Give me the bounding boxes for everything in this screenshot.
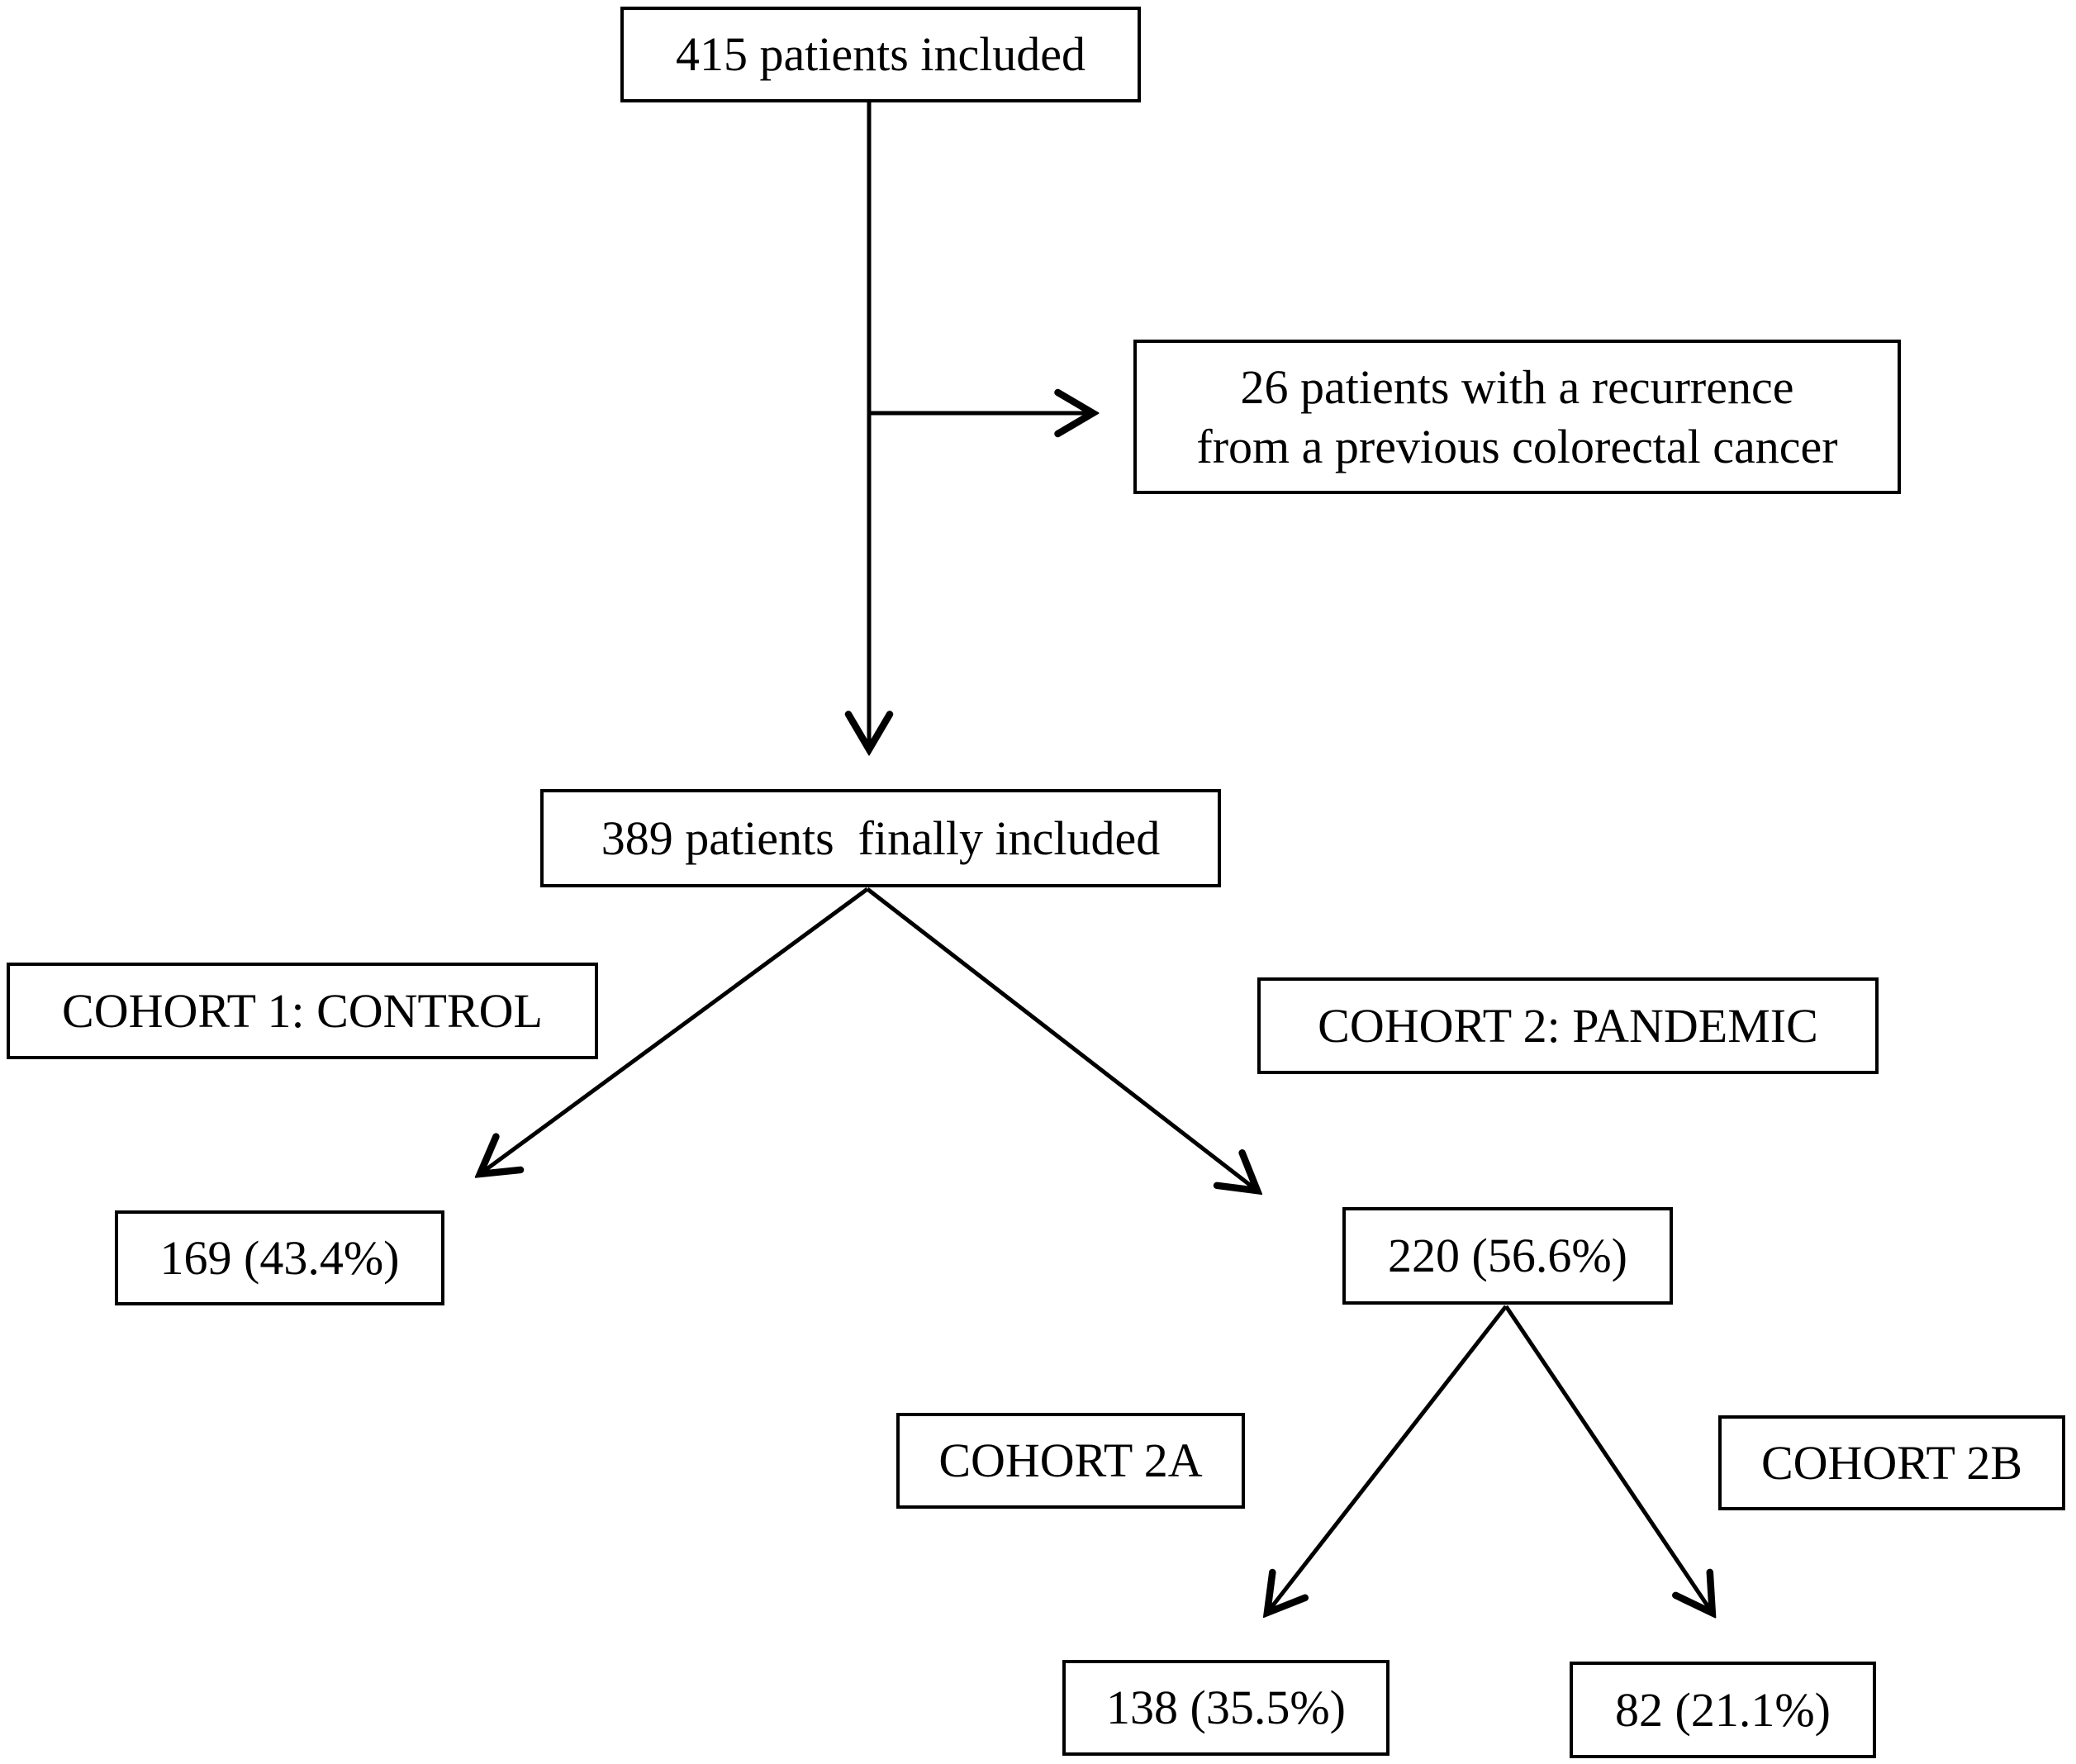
arrow-220-to-138 [1270, 1305, 1508, 1609]
node-26-excluded-recurrence: 26 patients with a recurrence from a pre… [1133, 340, 1901, 494]
node-415-included: 415 patients included [620, 7, 1141, 102]
label-cohort2a: COHORT 2A [896, 1413, 1245, 1509]
label-cohort1-control: COHORT 1: CONTROL [7, 963, 598, 1059]
arrow-389-to-169 [483, 887, 869, 1172]
node-82-cohort2b-count: 82 (21.1%) [1570, 1662, 1876, 1758]
label-cohort2b: COHORT 2B [1718, 1415, 2065, 1510]
arrow-389-to-220 [866, 887, 1254, 1188]
node-169-control-count: 169 (43.4%) [115, 1210, 444, 1305]
label-cohort2-pandemic: COHORT 2: PANDEMIC [1257, 977, 1879, 1074]
node-389-finally-included: 389 patients finally included [540, 789, 1221, 887]
arrow-220-to-82 [1504, 1305, 1710, 1609]
node-138-cohort2a-count: 138 (35.5%) [1062, 1660, 1390, 1756]
node-220-pandemic-count: 220 (56.6%) [1342, 1207, 1673, 1305]
